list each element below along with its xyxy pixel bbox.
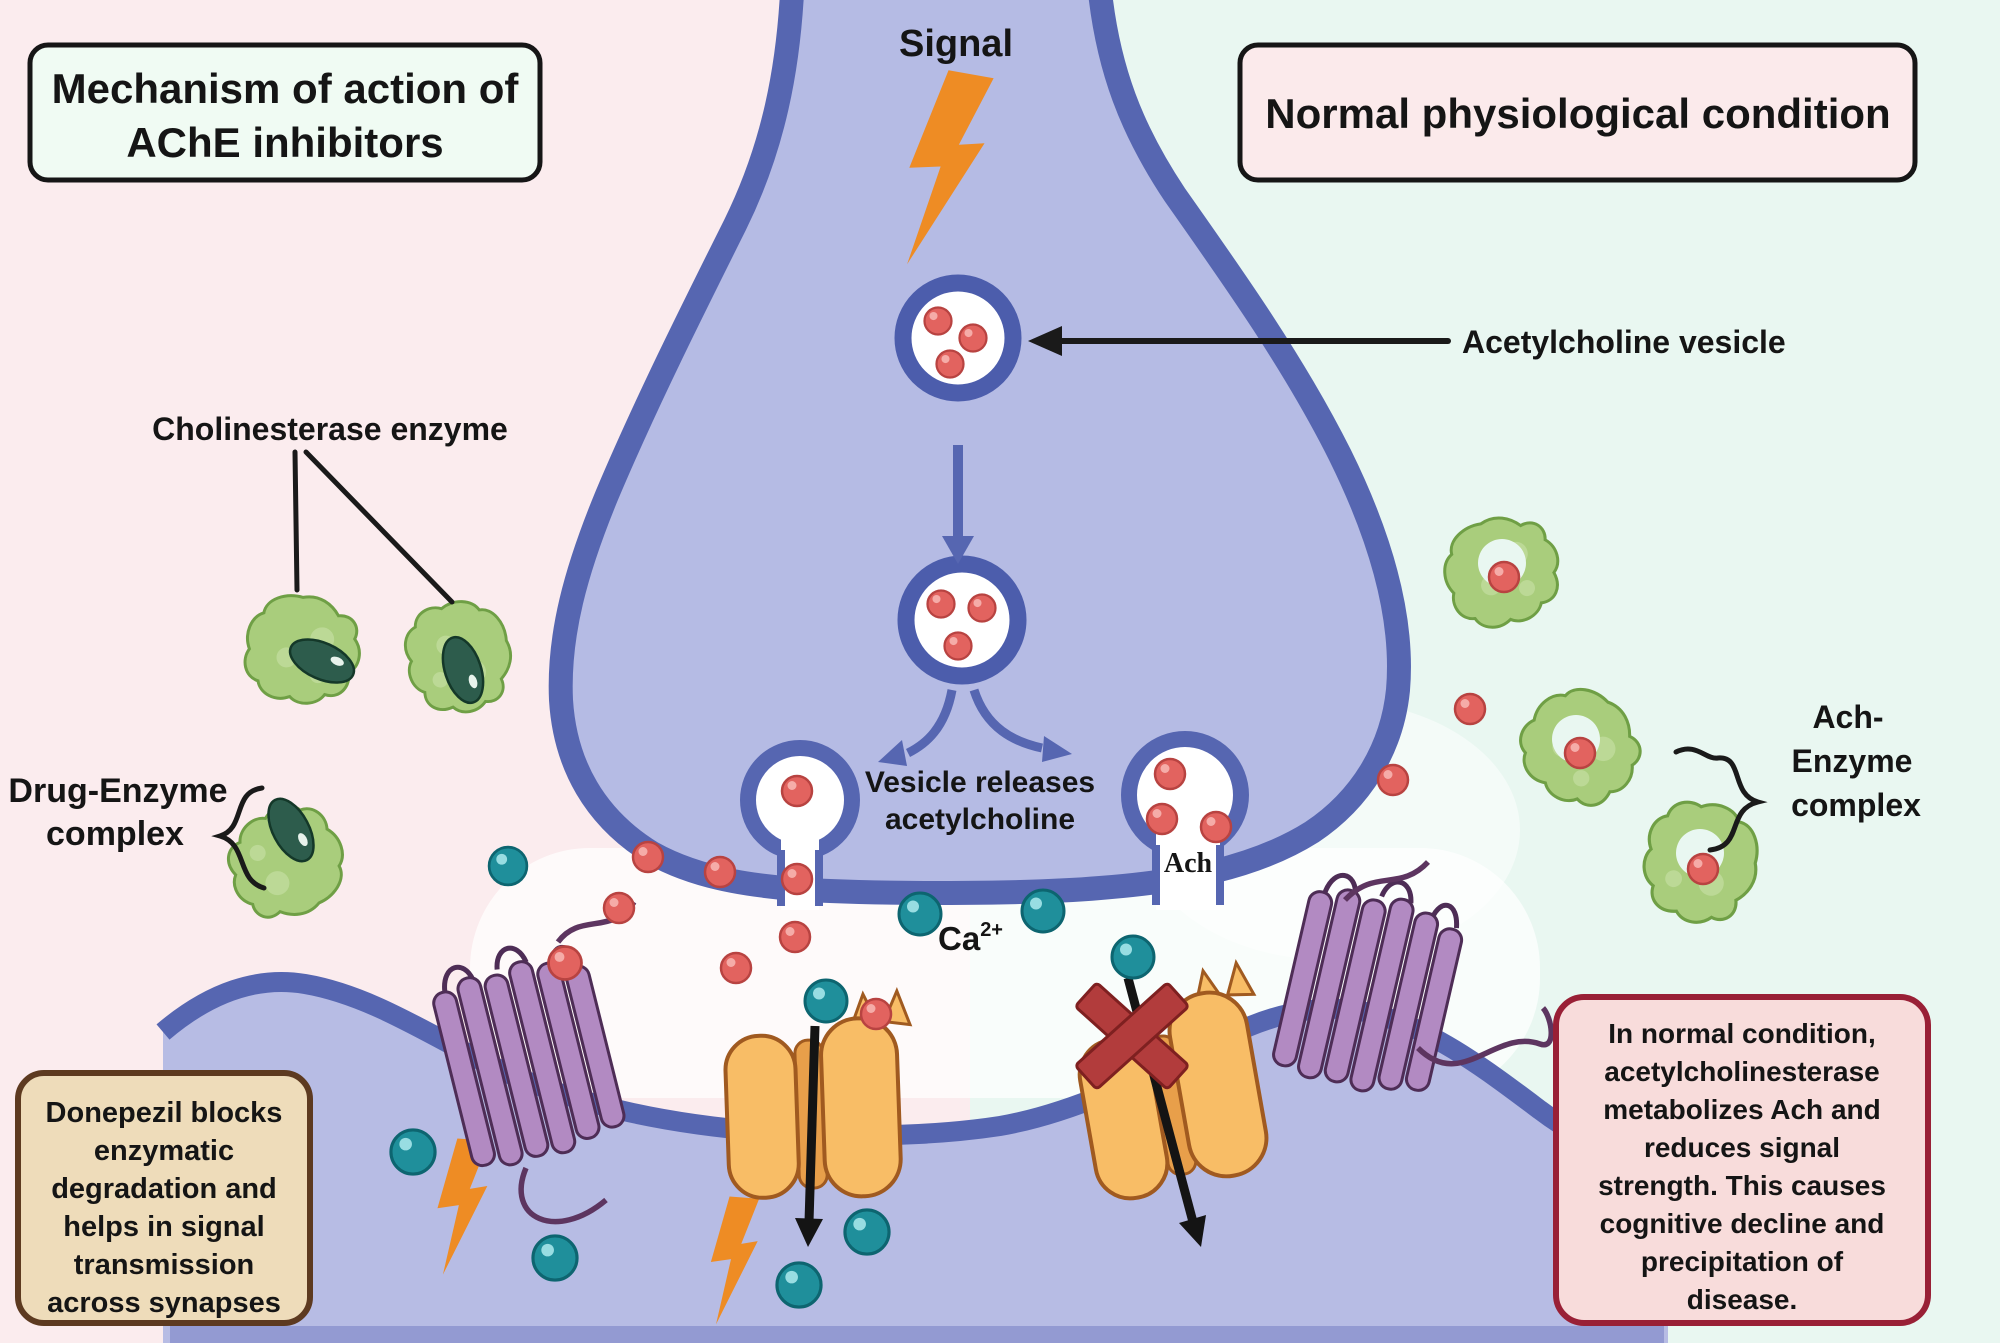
acetylcholine-dot: [703, 855, 737, 889]
vesicle-split-arrows: [878, 688, 1072, 766]
acetylcholine-dot: [1686, 852, 1720, 886]
calcium-ion-dot: [775, 1261, 823, 1309]
normal-condition-line: strength. This causes: [1598, 1170, 1886, 1201]
donepezil-line: helps in signal: [63, 1211, 264, 1243]
channel-flow-arrowhead: [795, 1218, 823, 1247]
postsynaptic-membrane: [156, 972, 1669, 1170]
acetylcholine-dot: [631, 840, 665, 874]
acetylcholine-dot: [602, 891, 636, 925]
normal-condition-line: cognitive decline and: [1600, 1208, 1885, 1239]
donepezil-line: enzymatic: [94, 1135, 234, 1167]
receptor-tail: [518, 1166, 608, 1225]
title-box-right: Normal physiological condition: [1237, 42, 1918, 183]
calcium-ion-dot: [897, 891, 943, 937]
acetylcholine-dot: [935, 349, 965, 379]
label-pointer-line: [292, 449, 300, 593]
normal-condition-line: In normal condition,: [1608, 1018, 1876, 1049]
donepezil-line: degradation and: [51, 1173, 277, 1205]
ach-enzyme-complex-label: Ach-: [1812, 699, 1883, 735]
receptor-tail: [1416, 1006, 1554, 1067]
vesicle-releases-label: Vesicle releases: [865, 766, 1095, 799]
calcium-ion-dot: [803, 978, 849, 1024]
acetylcholine-dot: [1487, 560, 1521, 594]
drug-enzyme-complex-label: complex: [46, 815, 184, 853]
acetylcholine-vesicle-top: [894, 274, 1022, 402]
signal-label: Signal: [899, 23, 1013, 65]
acetylcholine-dot: [1376, 763, 1410, 797]
normal-condition-line: disease.: [1687, 1284, 1798, 1315]
donepezil-line: across synapses: [47, 1287, 281, 1319]
channel-flow-arrow: [804, 1025, 820, 1223]
acetylcholine-vesicle-lower: [897, 555, 1027, 685]
cholinesterase-enzyme-icons: [208, 585, 521, 940]
postsynaptic-bottom-band: [170, 1326, 1664, 1343]
donepezil-line: transmission: [74, 1249, 255, 1281]
ach-label: Ach: [1164, 848, 1213, 879]
acetylcholine-dot: [719, 951, 753, 985]
axon-terminal: [548, 0, 1411, 905]
acetylcholine-dot: [1145, 802, 1179, 836]
acetylcholine-dot: [778, 920, 812, 954]
normal-condition-line: reduces signal: [1644, 1132, 1840, 1163]
calcium-ion-dot: [843, 1208, 891, 1256]
vesicle-releases-label: acetylcholine: [885, 803, 1075, 836]
acetylcholine-dot: [859, 997, 893, 1031]
curly-brace-right: [1673, 746, 1768, 853]
ach-enzyme-complex-label: Enzyme: [1792, 743, 1913, 779]
receptor-icon-left: [432, 900, 637, 1225]
calcium-ion-dot: [389, 1128, 437, 1176]
normal-condition-line: precipitation of: [1641, 1246, 1844, 1277]
title-left-line: Mechanism of action of: [52, 65, 520, 112]
title-right-line: Normal physiological condition: [1265, 90, 1890, 137]
acetylcholine-dot: [780, 862, 814, 896]
title-left-line: AChE inhibitors: [126, 119, 443, 166]
acetylcholine-dot: [1563, 736, 1597, 770]
curly-brace-left: [211, 785, 267, 891]
acetylcholine-dot: [1199, 810, 1233, 844]
calcium-ion-dot: [487, 845, 529, 887]
acetylcholine-dot: [958, 323, 988, 353]
ion-channel-blocked: [1075, 959, 1269, 1247]
normal-condition-line: metabolizes Ach and: [1603, 1094, 1880, 1125]
receptor-tail: [1342, 860, 1431, 902]
calcium-label-superscript: 2+: [980, 919, 1003, 941]
donepezil-line: Donepezil blocks: [46, 1097, 283, 1129]
normal-condition-line: acetylcholinesterase: [1604, 1056, 1880, 1087]
calcium-ion-dot: [531, 1234, 579, 1282]
label-arrowhead: [1028, 326, 1062, 356]
calcium-label-base: Ca: [938, 920, 981, 957]
acetylcholine-dot: [923, 306, 953, 336]
drug-enzyme-complex-label: Drug-Enzyme: [8, 772, 227, 810]
drug-molecule-icon: [288, 638, 356, 684]
channel-flow-arrowhead: [1179, 1215, 1206, 1247]
acetylcholine-dot: [547, 945, 583, 981]
normal-condition-callout: In normal condition, acetylcholinesteras…: [1553, 994, 1931, 1326]
blocked-channel-x-icon: [1075, 982, 1189, 1090]
calcium-label: Ca2+: [938, 919, 1003, 957]
calcium-ion-dot: [1020, 888, 1066, 934]
acetylcholine-dot: [943, 631, 973, 661]
presynaptic-neuron: [548, 0, 1411, 905]
vesicle-down-arrow: [942, 445, 974, 564]
label-pointer-line: [303, 449, 455, 605]
acetylcholine-dot: [780, 774, 814, 808]
acetylcholine-vesicle-label: Acetylcholine vesicle: [1462, 324, 1786, 360]
acetylcholine-dot: [926, 589, 956, 619]
acetylcholine-dot: [1453, 692, 1487, 726]
drug-molecule-icon: [441, 635, 485, 705]
cholinesterase-enzyme-label: Cholinesterase enzyme: [152, 411, 508, 447]
title-box-left: Mechanism of action of AChE inhibitors: [27, 42, 543, 183]
calcium-ion-dot: [1110, 934, 1156, 980]
ion-channel-open: [723, 987, 913, 1247]
acetylcholine-dot: [1153, 757, 1187, 791]
acetylcholine-dot: [967, 593, 997, 623]
ach-enzyme-complex-label: complex: [1791, 787, 1921, 823]
receptor-icon-right: [1272, 860, 1554, 1093]
donepezil-callout: Donepezil blocks enzymatic degradation a…: [15, 1070, 313, 1326]
drug-molecule-icon: [267, 797, 315, 863]
